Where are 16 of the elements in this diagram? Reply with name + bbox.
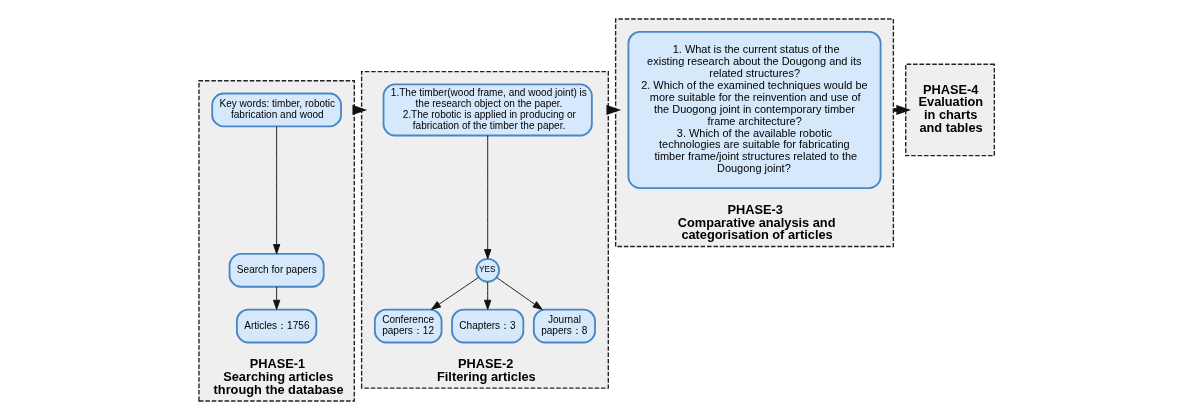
arrow: [272, 126, 280, 255]
node-box: 1.The timber(wood frame, and wood joint) is the research object on the paper. 2.The robotic is applied in producing or fabrication of the timber the paper.: [382, 83, 593, 137]
node-box: 1. What is the current status of the existing research about the Dougong and its related structures? 2. Which of the examined techniques would be more suitable for the reinvention and use of the Duogong joint in contemporary timber frame architecture? 3. Which of the available robotic technologies are suitable for fabricating timber frame/joint structures related to the Dougong joint?: [627, 30, 881, 189]
node-box: PHASE-4 Evaluation in charts and tables: [904, 63, 995, 157]
node-circle: YES: [474, 257, 500, 283]
node-box: Chapters：3: [450, 308, 524, 344]
node-box: Journal papers：8: [532, 308, 596, 344]
node-box: Conference papers：12: [373, 308, 442, 344]
arrow: [495, 277, 543, 310]
arrow: [483, 135, 491, 260]
arrow: [430, 276, 479, 310]
arrow: [272, 286, 280, 310]
arrow: [483, 281, 491, 310]
node-box: Key words: timber, robotic fabrication and wood: [210, 92, 342, 128]
node-box: Articles：1756: [235, 308, 317, 344]
node-box: Search for papers: [228, 252, 325, 288]
